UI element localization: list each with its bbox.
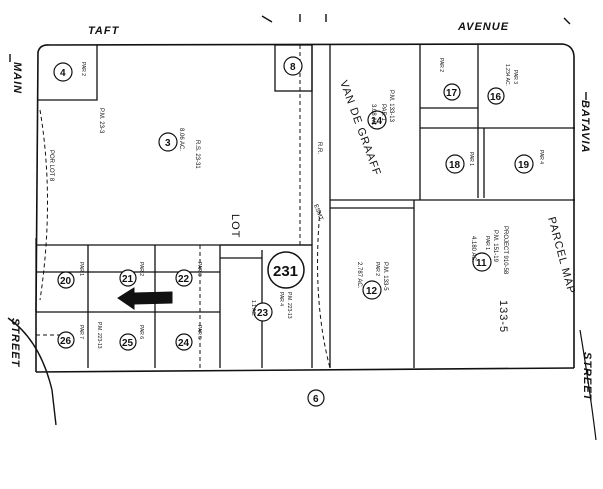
parcel-number: 23: [257, 308, 269, 319]
street-avenue: AVENUE: [457, 21, 509, 33]
label-por-lot: POR LOT 8: [48, 150, 54, 182]
parcel-number: 16: [490, 92, 502, 103]
parcel-number: 19: [518, 160, 530, 171]
p3-area: 8.06 AC.: [178, 128, 184, 151]
street-batavia: BATAVIA: [579, 100, 591, 153]
p20-label: PAR 1: [78, 262, 84, 276]
p16-area: 1.234 AC.: [504, 64, 510, 86]
street-right: STREET: [581, 352, 593, 402]
label-esmt: ESMT.: [312, 204, 324, 223]
p14-area: 3.08 AC.: [370, 104, 376, 127]
parcel-number: 22: [178, 274, 190, 285]
parcel-number: 11: [476, 258, 487, 269]
p24-label: PAR 5: [196, 325, 202, 339]
p11-par: PAR 1: [484, 236, 490, 250]
parcel-number: 4: [60, 68, 66, 79]
parcel-number: 3: [165, 138, 171, 149]
parcel-number: 20: [60, 276, 72, 287]
label-parcel-map: PARCEL MAP: [545, 216, 577, 296]
parcel-number: 12: [366, 286, 378, 297]
street-taft: TAFT: [88, 25, 120, 37]
parcel-number: 25: [122, 338, 134, 349]
p23-ref: P.M. 223-13: [286, 292, 292, 319]
parcel-number: 14: [371, 116, 383, 127]
map-page-circle: [267, 251, 305, 289]
p17-label: PAR 2: [438, 58, 444, 72]
parcel-number: 21: [122, 274, 134, 285]
p14-par: PAR 1: [380, 104, 386, 122]
p23-area: 1.1 AC.: [250, 300, 256, 316]
parcel-number: 6: [313, 394, 319, 405]
street-main: MAIN: [11, 62, 23, 94]
parcel-circles: [53, 56, 534, 407]
p16-label: PAR 3: [512, 70, 518, 84]
p19-label: PAR 4: [538, 150, 544, 164]
p21-label: PAR 2: [138, 262, 144, 276]
p22-label: PAR 3: [196, 262, 202, 276]
map-page-number: 231: [273, 263, 298, 280]
direction-marks: [9, 14, 587, 100]
p11-ref: P.M. 151-19: [492, 230, 498, 263]
p14-ref: P.M. 133-13: [388, 90, 394, 123]
p18-label: PAR 1: [468, 152, 474, 166]
parcel-number: 18: [449, 160, 461, 171]
p4-ref: P.M. 23-3: [98, 108, 104, 134]
label-lot: LOT: [229, 214, 241, 238]
p12-area: 2.787 AC.: [356, 262, 362, 289]
parcel-number: 8: [290, 62, 296, 73]
p11-area: 4.180 AC.: [470, 236, 476, 263]
street-left: STREET: [9, 318, 21, 368]
parcel-number: 17: [446, 88, 458, 99]
label-parcel-map-number: 133-5: [497, 300, 509, 333]
label-rr: R.R.: [316, 142, 322, 154]
p26-ref: P.M. 223-13: [96, 322, 102, 349]
p25-label: PAR 6: [138, 325, 144, 339]
parcel-annotations: PAR 2 P.M. 23-3 8.06 AC. R.S. 23-31 P.M.…: [78, 58, 544, 349]
parcel-numbers: 4 8 14 3 17 18 16 19 11 12 20 21 22 23 2…: [60, 62, 530, 405]
p4-label: PAR 2: [80, 62, 86, 76]
pointer-arrow-icon: [117, 287, 173, 310]
p3-ref: R.S. 23-31: [194, 140, 200, 169]
p26-label: PAR 7: [78, 325, 84, 339]
dashed-lines: [36, 45, 331, 369]
parcel-number: 24: [178, 338, 190, 349]
p12-par: PAR 2: [374, 262, 380, 276]
p23-par: PAR 4: [278, 292, 284, 306]
parcel-number: 26: [60, 336, 72, 347]
p12-ref: P.M. 133-5: [382, 262, 388, 291]
p11-project: PROJECT 910-58: [502, 226, 508, 275]
